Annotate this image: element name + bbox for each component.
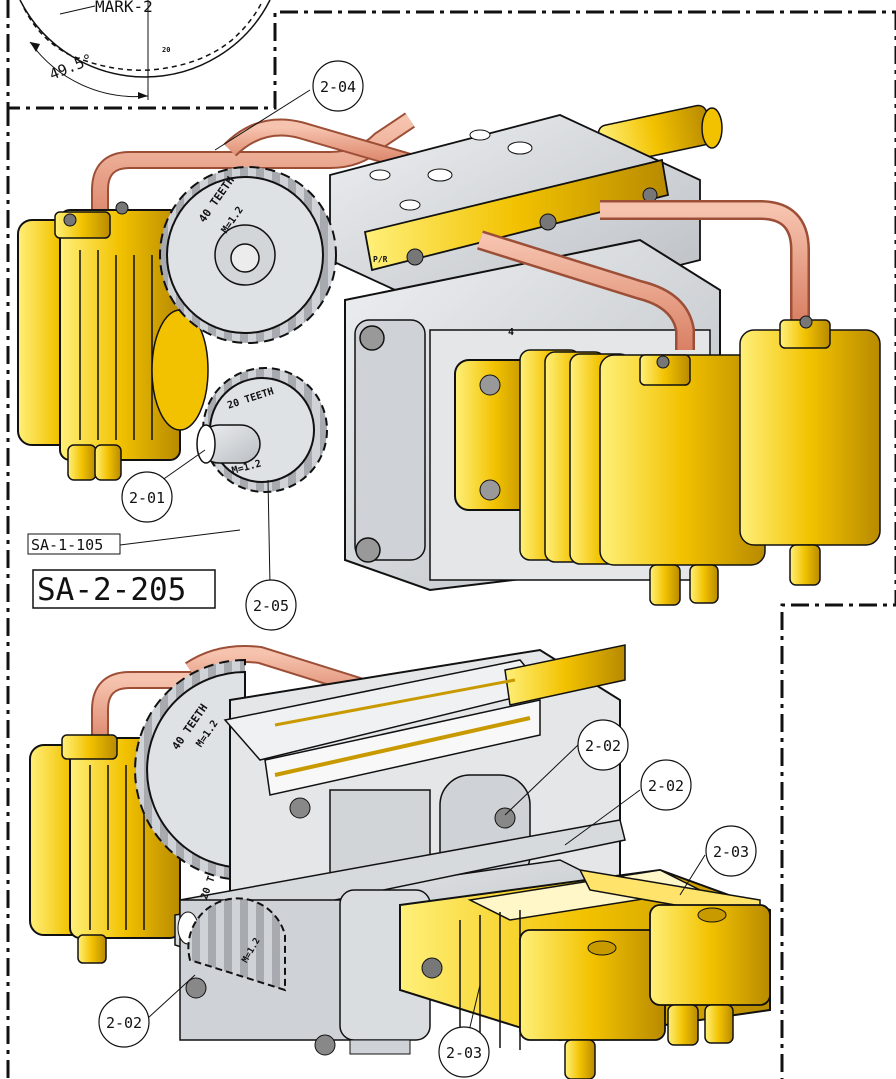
callout-balloon: 2-03	[705, 825, 757, 877]
callout-balloon: 2-04	[312, 60, 364, 112]
tooth-number-label: 20	[162, 46, 170, 54]
block-mark: P/R	[373, 255, 388, 264]
callout-label: 2-03	[446, 1044, 482, 1062]
assembly-title: SA-2-205	[37, 572, 186, 608]
callout-label: 2-01	[129, 489, 165, 507]
view-boundary-lines	[6, 0, 896, 1079]
callout-label: 2-02	[106, 1014, 142, 1032]
callout-balloon: 2-02	[640, 759, 692, 811]
callout-label: 2-02	[585, 737, 621, 755]
callout-balloon: 2-02	[98, 996, 150, 1048]
callout-label: 2-04	[320, 78, 356, 96]
upper-assembly-view: P/R 4 40 TEETH M=1.2 2	[17, 104, 881, 606]
callout-label: 2-05	[253, 597, 289, 615]
callout-label: 2-02	[648, 777, 684, 795]
body-mark: 4	[508, 327, 514, 338]
lower-section-view: 40 TEETH M=1.2 M=1.2 20 T	[29, 644, 771, 1079]
callout-balloon: 2-02	[577, 719, 629, 771]
callout-balloon: 2-01	[121, 471, 173, 523]
callout-label: 2-03	[713, 843, 749, 861]
reference-labels: SA-1-105 SA-2-205	[27, 533, 216, 609]
mark-label: MARK-2	[95, 0, 153, 16]
callout-balloons: 2-04 2-01 2-05 2-02 2-02 2-03 2-02 2-03	[98, 60, 757, 1078]
sub-assembly-ref: SA-1-105	[31, 536, 103, 554]
leader-lines	[119, 89, 706, 1049]
callout-balloon: 2-05	[245, 579, 297, 631]
detail-gear-view	[19, 0, 271, 100]
callout-balloon: 2-03	[438, 1026, 490, 1078]
